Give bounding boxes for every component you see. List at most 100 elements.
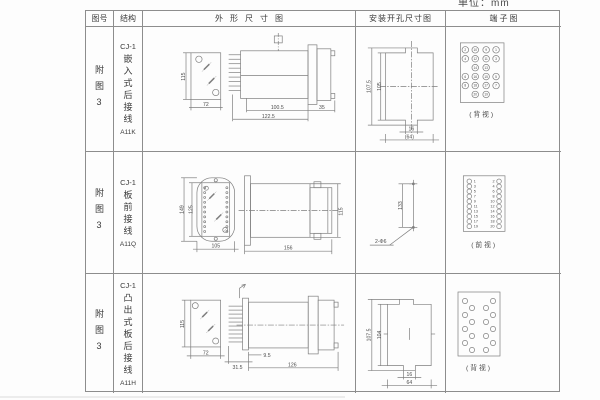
svg-text:7: 7 [495, 84, 497, 88]
screw-slot-icon [214, 212, 224, 222]
svg-text:20: 20 [490, 225, 494, 229]
dim-offset: 9.5 [263, 353, 270, 359]
outline-drawing-a11q: 149 125 105 [179, 175, 345, 255]
svg-text:13: 13 [474, 210, 478, 214]
structure-cell-2: CJ-1 板前接线 A11Q [114, 152, 143, 274]
install-cell-1: 107.5 105 16 (64) [356, 27, 446, 152]
svg-text:1: 1 [495, 48, 497, 52]
front-view: 115 72 [181, 52, 223, 111]
screw-slot-icon [200, 309, 210, 320]
svg-text:13: 13 [484, 66, 488, 70]
terminal-drawing-a11h: (背视) [457, 291, 501, 372]
dim-depth: 156 [284, 246, 293, 252]
scan-artifact [0, 396, 345, 398]
fig-no-cell-2: 附图3 [86, 152, 114, 274]
structure-mount-3: 凸出式板后接线 [122, 292, 133, 377]
structure-series-1: CJ-1 [120, 42, 136, 51]
dim-v-outer: 107.5 [367, 80, 373, 93]
svg-text:6: 6 [464, 75, 466, 79]
dim-holes: 2-Φ6 [375, 239, 387, 245]
svg-text:2: 2 [464, 48, 466, 52]
svg-text:15: 15 [484, 75, 488, 79]
front-plate-terminals [203, 186, 229, 233]
install-drawing-a11k: 107.5 105 16 (64) [367, 41, 440, 143]
dim-v-outer: 107.5 [367, 328, 373, 341]
header-install: 安装开孔尺寸图 [356, 11, 446, 27]
fig-no-cell-1: 附图3 [86, 27, 114, 152]
svg-text:12: 12 [473, 57, 477, 61]
header-structure-label: 结构 [120, 14, 136, 23]
header-fig-no: 图号 [86, 11, 114, 27]
dim-depth-body: 100.5 [271, 105, 284, 111]
dim-h-notch: 16 [409, 127, 415, 133]
svg-text:16: 16 [473, 75, 477, 79]
outline-drawing-a11k: 115 72 [181, 32, 336, 122]
dim-depth: 126 [288, 362, 297, 368]
dim-side-height: 115 [339, 207, 345, 215]
dimensions-table: 图号 结构 外形尺寸图 安装开孔尺寸图 端子图 附图3 CJ-1 嵌入式后接线 … [85, 10, 561, 393]
svg-text:18: 18 [473, 84, 477, 88]
header-terminal: 端子图 [446, 11, 561, 27]
svg-text:3: 3 [495, 57, 497, 61]
terminal-cell-3: (背视) [446, 274, 561, 393]
svg-text:10: 10 [490, 200, 494, 204]
svg-text:7: 7 [474, 195, 476, 199]
svg-text:11: 11 [484, 57, 488, 61]
outline-cell-1: 115 72 [143, 27, 356, 152]
install-drawing-a11q: 133 2-Φ6 [369, 179, 418, 246]
structure-series-2: CJ-1 [120, 177, 136, 187]
fig-no-cell-3: 附图3 [86, 274, 114, 393]
svg-text:5: 5 [495, 75, 497, 79]
dim-h-notch: 16 [407, 372, 413, 378]
svg-text:2: 2 [492, 180, 494, 184]
svg-text:14: 14 [473, 66, 477, 70]
fig-no-label-3: 附图3 [94, 309, 104, 358]
svg-text:9: 9 [485, 48, 487, 52]
outline-cell-3: 115 72 [143, 274, 356, 393]
dim-width: 72 [203, 350, 209, 356]
front-view: 115 72 [180, 299, 225, 359]
dim-spacing: 133 [398, 201, 404, 210]
svg-text:16: 16 [490, 215, 494, 219]
install-cell-2: 133 2-Φ6 [356, 152, 446, 274]
screw-slot-icon [207, 191, 217, 201]
structure-model-2: A11Q [119, 240, 137, 248]
dim-v-inner: 104 [377, 331, 383, 340]
side-view: 156 115 [238, 175, 345, 255]
dim-v-inner: 105 [377, 82, 383, 91]
unit-note: 单位：mm [458, 0, 510, 9]
svg-text:15: 15 [474, 215, 478, 219]
fig-no-label-2: 附图3 [94, 188, 104, 237]
svg-text:1: 1 [474, 180, 476, 184]
screw-slot-icon [206, 323, 216, 334]
outline-cell-2: 149 125 105 [143, 152, 356, 274]
install-drawing-a11h: 107.5 104 16 64 [367, 299, 438, 389]
dim-width: 72 [203, 102, 209, 108]
dim-h-overall: (64) [405, 134, 414, 140]
terminal-view-label-1: (背视) [469, 109, 495, 118]
svg-text:3: 3 [474, 185, 476, 189]
terminal-view-label-3: (背视) [466, 363, 492, 372]
install-cell-3: 107.5 104 16 64 [356, 274, 446, 393]
svg-text:14: 14 [490, 210, 494, 214]
screw-slot-icon [201, 62, 212, 72]
header-fig-no-label: 图号 [91, 14, 108, 23]
svg-text:8: 8 [464, 84, 466, 88]
terminal-view-label-2: (前视) [471, 240, 497, 249]
structure-mount-1: 嵌入式后接线 [122, 54, 133, 126]
svg-text:19: 19 [474, 225, 478, 229]
svg-text:9: 9 [474, 200, 476, 204]
svg-text:17: 17 [484, 84, 488, 88]
structure-cell-1: CJ-1 嵌入式后接线 A11K [114, 27, 143, 152]
dim-flange: 35 [319, 105, 325, 111]
dim-depth-total: 122.5 [262, 114, 275, 120]
side-view: 31.5 9.5 126 [224, 283, 345, 371]
svg-text:6: 6 [492, 190, 494, 194]
svg-text:10: 10 [473, 48, 477, 52]
fig-no-label-1: 附图3 [94, 64, 104, 114]
structure-model-3: A11H [120, 379, 136, 387]
